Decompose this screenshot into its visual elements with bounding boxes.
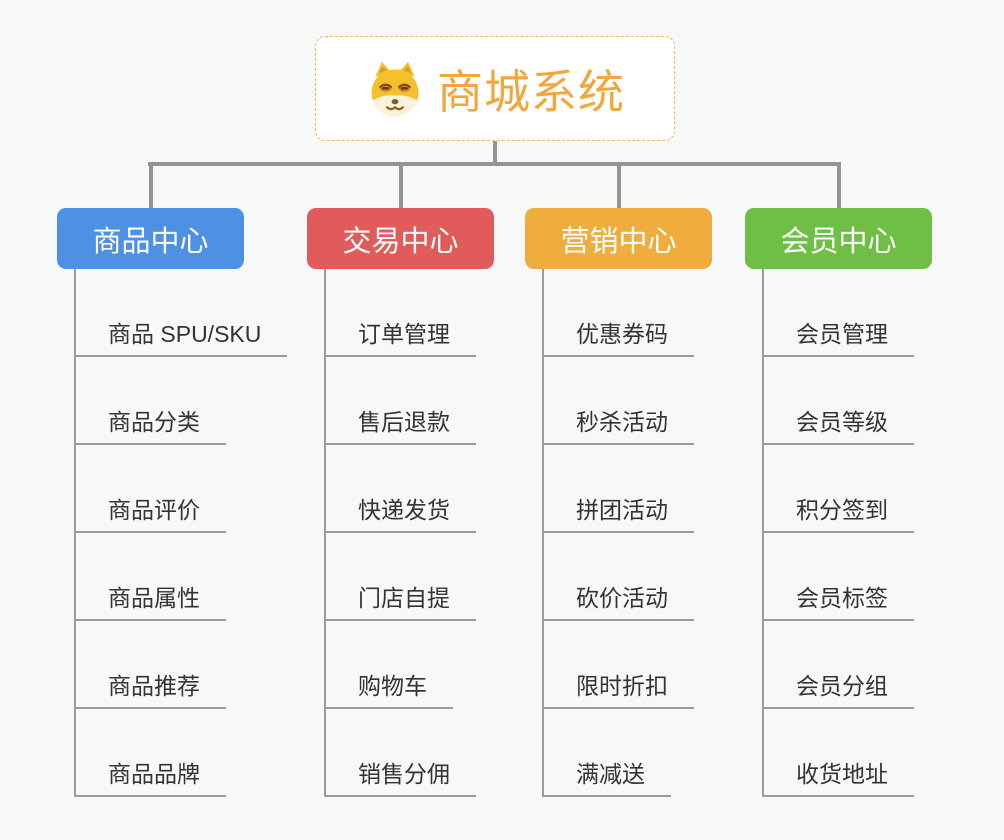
branch-node-4[interactable]: 会员中心 xyxy=(745,208,932,269)
child-topic-row: 商品推荐 xyxy=(76,621,287,709)
child-topic-row: 商品 SPU/SKU xyxy=(76,269,288,357)
child-topic[interactable]: 会员等级 xyxy=(764,403,914,445)
child-topic-row: 优惠券码 xyxy=(544,269,694,357)
child-topic[interactable]: 商品 SPU/SKU xyxy=(76,315,288,357)
child-topic-row: 收货地址 xyxy=(764,709,914,797)
child-topic[interactable]: 拼团活动 xyxy=(544,491,694,533)
branch-children-column: 优惠券码秒杀活动拼团活动砍价活动限时折扣满减送 xyxy=(542,269,694,797)
child-topic-row: 砍价活动 xyxy=(544,533,694,621)
child-topic[interactable]: 砍价活动 xyxy=(544,579,694,621)
child-topic[interactable]: 会员标签 xyxy=(764,579,914,621)
branch-node-2[interactable]: 交易中心 xyxy=(307,208,494,269)
child-topic[interactable]: 销售分佣 xyxy=(326,755,476,797)
branch-label: 商品中心 xyxy=(92,225,209,258)
child-topic-row: 商品评价 xyxy=(76,445,287,533)
child-topic[interactable]: 满减送 xyxy=(544,755,671,797)
child-topic[interactable]: 商品分类 xyxy=(76,403,226,445)
branch-drop-line xyxy=(836,162,841,208)
branch-label: 营销中心 xyxy=(560,225,677,258)
child-topic-row: 商品分类 xyxy=(76,357,287,445)
child-topic-row: 售后退款 xyxy=(326,357,476,445)
child-topic-row: 销售分佣 xyxy=(326,709,476,797)
child-topic[interactable]: 秒杀活动 xyxy=(544,403,694,445)
child-topic-row: 商品品牌 xyxy=(76,709,287,797)
child-topic-row: 会员管理 xyxy=(764,269,914,357)
child-topic-row: 会员标签 xyxy=(764,533,914,621)
branch-children-column: 商品 SPU/SKU 商品分类商品评价商品属性商品推荐商品品牌 xyxy=(74,269,288,797)
child-topic-row: 门店自提 xyxy=(326,533,476,621)
branch-node-1[interactable]: 商品中心 xyxy=(57,208,244,269)
branch-node-3[interactable]: 营销中心 xyxy=(525,208,712,269)
branch-children-column: 会员管理会员等级积分签到会员标签会员分组收货地址 xyxy=(762,269,914,797)
child-topic-row: 购物车 xyxy=(326,621,476,709)
child-topic[interactable]: 订单管理 xyxy=(326,315,476,357)
child-topic-row: 积分签到 xyxy=(764,445,914,533)
child-topic[interactable]: 收货地址 xyxy=(764,755,914,797)
child-topic-row: 拼团活动 xyxy=(544,445,694,533)
branch-drop-line xyxy=(398,162,403,208)
child-topic-row: 限时折扣 xyxy=(544,621,694,709)
child-topic[interactable]: 快递发货 xyxy=(326,491,476,533)
child-topic[interactable]: 购物车 xyxy=(326,667,453,709)
child-topic[interactable]: 售后退款 xyxy=(326,403,476,445)
child-topic[interactable]: 门店自提 xyxy=(326,579,476,621)
child-topic[interactable]: 商品推荐 xyxy=(76,667,226,709)
branch-drop-line xyxy=(616,162,621,208)
child-topic-row: 会员分组 xyxy=(764,621,914,709)
child-topic[interactable]: 优惠券码 xyxy=(544,315,694,357)
child-topic[interactable]: 会员分组 xyxy=(764,667,914,709)
branch-children-column: 订单管理售后退款快递发货门店自提购物车销售分佣 xyxy=(324,269,476,797)
child-topic[interactable]: 限时折扣 xyxy=(544,667,694,709)
branch-drop-line xyxy=(148,162,153,208)
branch-label: 会员中心 xyxy=(780,225,897,258)
child-topic-row: 快递发货 xyxy=(326,445,476,533)
root-node[interactable]: 商城系统 xyxy=(315,36,675,141)
child-topic-row: 满减送 xyxy=(544,709,694,797)
child-topic[interactable]: 积分签到 xyxy=(764,491,914,533)
child-topic[interactable]: 商品属性 xyxy=(76,579,226,621)
child-topic-row: 秒杀活动 xyxy=(544,357,694,445)
child-topic-row: 商品属性 xyxy=(76,533,287,621)
child-topic-row: 订单管理 xyxy=(326,269,476,357)
child-topic[interactable]: 会员管理 xyxy=(764,315,914,357)
root-trunk-line xyxy=(493,141,497,164)
doge-face-icon xyxy=(365,59,425,119)
root-title: 商城系统 xyxy=(437,65,625,118)
child-topic[interactable]: 商品品牌 xyxy=(76,755,226,797)
branch-bus-line xyxy=(148,162,841,166)
child-topic-row: 会员等级 xyxy=(764,357,914,445)
child-topic[interactable]: 商品评价 xyxy=(76,491,226,533)
branch-label: 交易中心 xyxy=(342,225,459,258)
